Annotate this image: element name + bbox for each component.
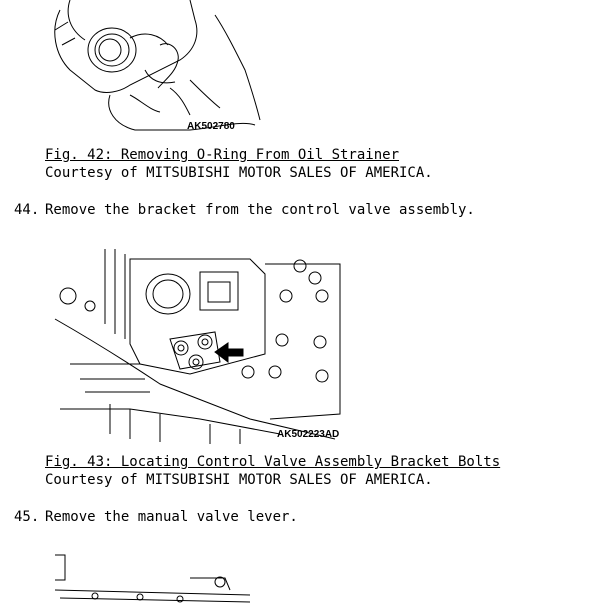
step-45-text: Remove the manual valve lever. xyxy=(45,509,298,525)
fig43-title: Fig. 43: Locating Control Valve Assembly… xyxy=(45,454,501,470)
step-45: 45. Remove the manual valve lever. xyxy=(14,508,298,526)
fig43-image-code: AK502223AD xyxy=(277,429,340,440)
fig42-caption: Fig. 42: Removing O-Ring From Oil Strain… xyxy=(45,146,433,182)
step-45-number: 45. xyxy=(14,509,40,525)
fig43-credit: Courtesy of MITSUBISHI MOTOR SALES OF AM… xyxy=(45,472,433,488)
arrow-icon xyxy=(214,342,244,364)
fig42-title: Fig. 42: Removing O-Ring From Oil Strain… xyxy=(45,147,400,163)
fig42-image-code: AK502780 xyxy=(187,121,235,132)
step-44-number: 44. xyxy=(14,202,40,218)
fig43-illustration: AK502223AD xyxy=(50,244,350,444)
step-44: 44. Remove the bracket from the control v… xyxy=(14,201,475,219)
fig42-illustration: AK502780 xyxy=(50,0,270,135)
fig44-illustration-partial xyxy=(50,550,250,604)
fig42-credit: Courtesy of MITSUBISHI MOTOR SALES OF AM… xyxy=(45,165,433,181)
fig43-caption: Fig. 43: Locating Control Valve Assembly… xyxy=(45,453,500,489)
step-44-text: Remove the bracket from the control valv… xyxy=(45,202,475,218)
